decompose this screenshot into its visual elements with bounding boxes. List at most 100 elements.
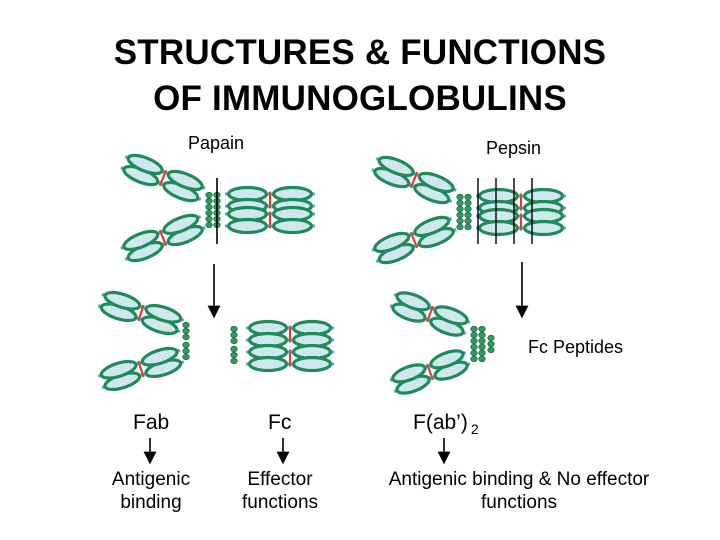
- pepsin-intact-hinge-bottom: [456, 211, 464, 231]
- fc-fragment-hinge-top: [230, 325, 238, 345]
- fab-fragment-hinge-bottom: [182, 341, 190, 361]
- domain: [144, 303, 183, 324]
- fab2-fragment-bottom: [389, 349, 471, 395]
- fab-fragment-hinge-top: [182, 321, 190, 341]
- hinge-bead: [182, 327, 190, 335]
- hinge-bead: [487, 346, 495, 354]
- pepsin-intact-fc-lower: [476, 207, 566, 237]
- fab2-hinge-extra: [487, 334, 495, 354]
- pepsin-intact-hinge-bottom-2: [464, 211, 472, 231]
- domain: [417, 171, 455, 194]
- domain: [247, 355, 289, 373]
- hinge-bead: [478, 343, 486, 351]
- hinge-bead: [205, 197, 213, 205]
- hinge-bead: [487, 334, 495, 342]
- hinge-bead: [456, 193, 464, 201]
- domain: [126, 153, 164, 176]
- hinge-bead: [470, 325, 478, 333]
- fab2-hinge-bottom: [470, 343, 478, 363]
- hinge-bead: [464, 211, 472, 219]
- hinge-bead: [205, 191, 213, 199]
- fab-function: Antigenic binding: [111, 469, 191, 513]
- hinge-bead: [470, 331, 478, 339]
- disulfide-bond: [158, 169, 168, 187]
- fc-function: Effector functions: [241, 469, 319, 513]
- hinge-bead: [230, 351, 238, 359]
- domain: [373, 231, 411, 254]
- papain-intact-hinge-bottom: [205, 209, 213, 229]
- fc-label: Fc: [268, 411, 292, 434]
- hinge-bead: [456, 217, 464, 225]
- hinge-bead: [464, 205, 472, 213]
- hinge-bead: [230, 357, 238, 365]
- hinge-bead: [456, 223, 464, 231]
- papain-label: Papain: [188, 133, 245, 153]
- disulfide-bond: [426, 363, 434, 381]
- fc-fragment-lower: [246, 343, 334, 373]
- hinge-bead: [205, 203, 213, 211]
- hinge-bead: [182, 347, 190, 355]
- disulfide-bond: [137, 360, 145, 378]
- hinge-bead: [182, 353, 190, 361]
- hinge-bead: [487, 340, 495, 348]
- hinge-bead: [470, 343, 478, 351]
- hinge-bead: [456, 199, 464, 207]
- domain: [227, 217, 269, 235]
- title-line-1: STRUCTURES & FUNCTIONS: [113, 33, 607, 72]
- hinge-bead: [464, 193, 472, 201]
- domain: [377, 155, 415, 178]
- hinge-bead: [478, 331, 486, 339]
- fab2-main: F(ab’): [413, 411, 468, 434]
- hinge-bead: [230, 331, 238, 339]
- hinge-bead: [478, 325, 486, 333]
- papain-intact-fc-lower: [225, 205, 315, 235]
- hinge-bead: [470, 337, 478, 345]
- domain: [395, 291, 431, 312]
- hinge-bead: [230, 337, 238, 345]
- hinge-bead: [464, 217, 472, 225]
- pepsin-intact-fab-arm-top: [371, 155, 457, 205]
- hinge-bead: [205, 215, 213, 223]
- pepsin-intact-hinge-top: [456, 193, 464, 213]
- domain: [166, 169, 204, 192]
- slide-title: STRUCTURES & FUNCTIONS OF IMMUNOGLOBULIN…: [0, 30, 720, 122]
- fab-fragment-bottom: [97, 346, 185, 392]
- disulfide-bond: [158, 229, 168, 247]
- domain: [140, 346, 179, 367]
- fab-label: Fab: [133, 411, 170, 434]
- fab2-fragment-top: [389, 291, 471, 337]
- domain: [291, 355, 333, 373]
- fab2-subscript: 2: [470, 421, 479, 437]
- hinge-bead: [230, 345, 238, 353]
- disulfide-bond: [137, 304, 145, 322]
- hinge-bead: [478, 355, 486, 363]
- hinge-bead: [456, 205, 464, 213]
- hinge-bead: [456, 211, 464, 219]
- papain-intact-fab-arm-top: [120, 153, 206, 203]
- hinge-bead: [478, 337, 486, 345]
- papain-intact-hinge-top: [205, 191, 213, 211]
- disulfide-bond: [426, 305, 434, 323]
- domain: [272, 217, 314, 235]
- domain: [478, 219, 520, 237]
- disulfide-bond: [409, 171, 419, 189]
- hinge-bead: [470, 355, 478, 363]
- domain: [429, 349, 465, 370]
- hinge-bead: [478, 349, 486, 357]
- fab2-function: Antigenic binding & No effector function…: [388, 469, 650, 513]
- fc-peptides-label: Fc Peptides: [528, 337, 624, 357]
- hinge-bead: [205, 221, 213, 229]
- pepsin-intact-hinge-top-2: [464, 193, 472, 213]
- hinge-bead: [464, 199, 472, 207]
- domain: [122, 229, 160, 252]
- domain: [162, 213, 200, 236]
- pepsin-intact-fab-arm-bottom: [371, 215, 457, 265]
- hinge-bead: [182, 341, 190, 349]
- fab2-label: F(ab’)2: [413, 411, 479, 437]
- hinge-bead: [205, 209, 213, 217]
- hinge-bead: [470, 349, 478, 357]
- title-line-2: OF IMMUNOGLOBULINS: [153, 79, 567, 118]
- fab2-hinge-bottom-2: [478, 343, 486, 363]
- hinge-bead: [182, 321, 190, 329]
